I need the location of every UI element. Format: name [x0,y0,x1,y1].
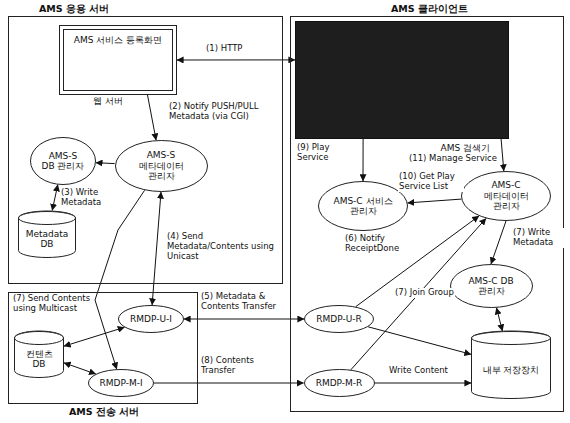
connector [152,192,161,305]
node-label: AMS-C 메타데이터 관리자 [476,180,536,211]
connector [375,383,472,384]
node-label: 내부 저장장치 [483,365,540,375]
process-ellipse: RMDP-M-I [88,369,154,397]
node-label: Metadata DB [23,229,71,250]
process-ellipse: AMS-S DB 관리자 [30,137,96,185]
node-label: AMS-C 서비스 관리자 [333,196,393,217]
database-cylinder: Metadata DB [18,211,76,258]
node-label: 컨텐츠 DB [19,349,59,370]
edge-label: (7) Write Metadata [512,228,566,248]
connector [363,139,364,181]
edge-label: (11) Manage Service [400,154,498,164]
connector [64,327,124,346]
connector [64,363,96,374]
connector [52,185,58,211]
edge-label: (10) Get Play Service List [398,172,464,192]
caption-label: 웹 서버 [92,96,124,106]
process-ellipse: RMDP-M-R [304,369,375,397]
connector [177,59,295,60]
process-ellipse: RMDP-U-R [304,305,374,333]
node-label: RMDP-M-I [99,378,142,388]
connector [96,162,115,164]
connector [501,139,504,171]
edge-label: (7) Join Group [394,288,455,298]
edge-label: (4) Send Metadata/Contents using Unicast [166,232,280,261]
edge-label: (2) Notify PUSH/PULL Metadata (via CGI) [168,102,282,122]
edge-label: (8) Contents Transfer [200,356,288,376]
node-label: AMS-S DB 관리자 [42,151,85,172]
edge-label: Write Content [388,366,449,376]
node-label: RMDP-U-I [130,314,172,324]
node-label: AMS-S 메타데이터 관리자 [130,150,192,181]
server-group: AMS 클라이언트AMS 검색기AMS-C 서비스 관리자AMS-C 메타데이터… [290,16,564,412]
edge-label: (9) Play Service [296,143,358,163]
process-ellipse: AMS-S 메타데이터 관리자 [115,140,208,192]
node-label: AMS-C DB 관리자 [464,276,519,297]
connector [154,383,304,384]
connector [184,319,304,320]
group-heading: AMS 전송 서버 [69,406,139,419]
group-heading: AMS 클라이언트 [391,3,468,16]
edge-label: (6) Notify ReceiptDone [344,234,406,254]
node-label: RMDP-U-R [316,314,362,324]
edge-label: (7) Send Contents using Multicast [12,294,94,314]
connector [368,327,471,355]
process-ellipse: RMDP-U-I [118,305,184,333]
group-heading: AMS 응용 서버 [39,3,109,16]
connector [148,95,157,140]
node-label: AMS 서비스 등록화면 [74,35,162,45]
database-cylinder: 내부 저장장치 [471,331,551,399]
screen-panel: AMS 검색기 [295,21,509,139]
process-ellipse: AMS-C DB 관리자 [450,264,533,308]
process-ellipse: AMS-C 메타데이터 관리자 [461,171,551,221]
connector [408,199,462,203]
edge-label: (5) Metadata & Contents Transfer [200,292,288,312]
connector [95,190,145,369]
screen-box: AMS 서비스 등록화면 [59,25,177,95]
node-label: RMDP-M-R [316,378,363,388]
database-cylinder: 컨텐츠 DB [14,331,64,378]
connector [491,221,506,264]
edge-label: (3) Write Metadata [60,188,126,208]
process-ellipse: AMS-C 서비스 관리자 [318,181,408,231]
edge-label: (1) HTTP [205,44,244,54]
connector [497,308,503,331]
